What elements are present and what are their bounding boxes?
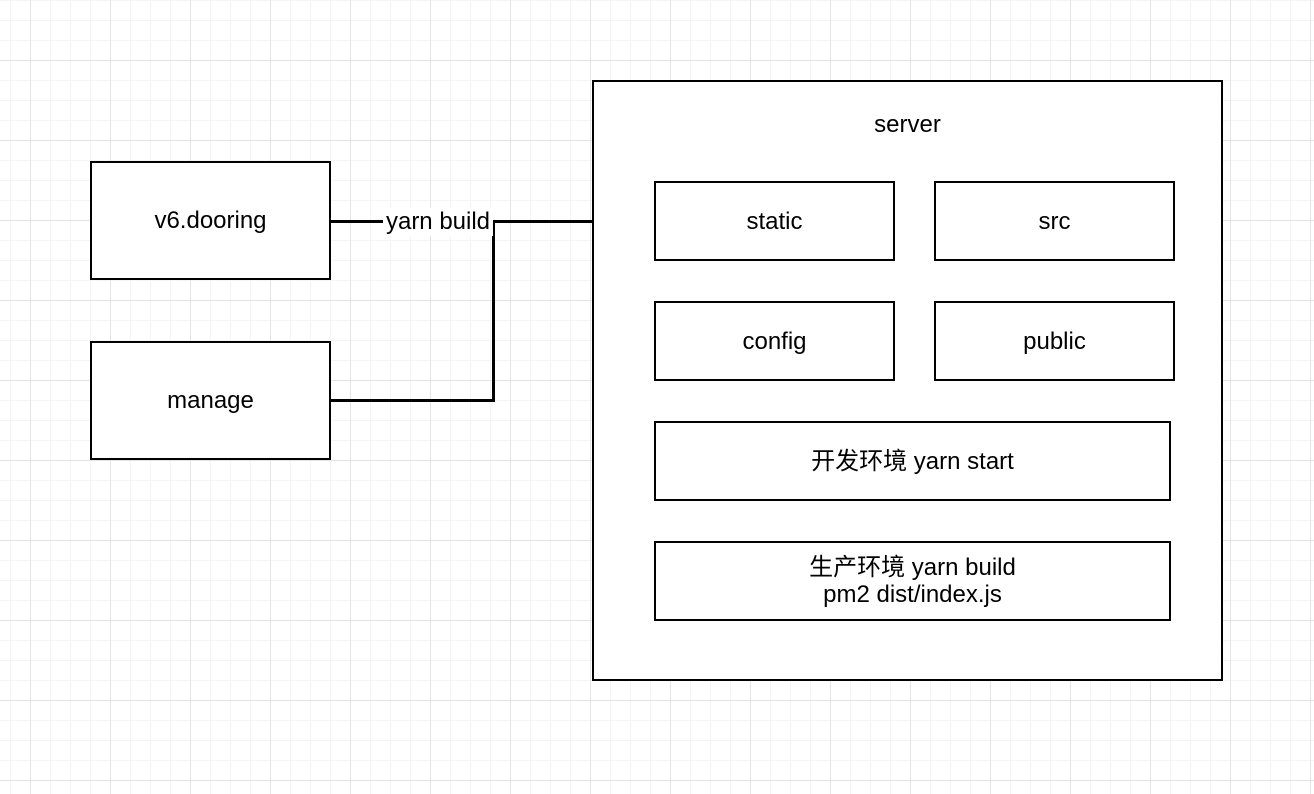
group-server-title: server: [874, 111, 941, 138]
node-public: public: [934, 301, 1175, 381]
edge-manage-branch-vertical: [492, 220, 495, 402]
edge-manage-branch-horizontal: [331, 399, 495, 402]
node-v6dooring-label: v6.dooring: [154, 207, 267, 234]
node-manage-label: manage: [167, 387, 254, 414]
node-prod-environment-line1: 生产环境 yarn build: [809, 554, 1016, 581]
node-v6dooring: v6.dooring: [90, 161, 331, 280]
node-public-label: public: [1023, 327, 1086, 355]
node-static: static: [654, 181, 895, 261]
node-src-label: src: [1038, 207, 1071, 235]
node-dev-environment-label: 开发环境 yarn start: [811, 447, 1014, 475]
edge-yarn-build-label: yarn build: [382, 208, 494, 236]
node-prod-environment-line2: pm2 dist/index.js: [823, 581, 1002, 608]
node-static-label: static: [746, 207, 803, 235]
node-config: config: [654, 301, 895, 381]
node-config-label: config: [742, 327, 807, 355]
node-prod-environment: 生产环境 yarn build pm2 dist/index.js: [654, 541, 1171, 621]
node-src: src: [934, 181, 1175, 261]
node-dev-environment: 开发环境 yarn start: [654, 421, 1171, 501]
node-manage: manage: [90, 341, 331, 460]
